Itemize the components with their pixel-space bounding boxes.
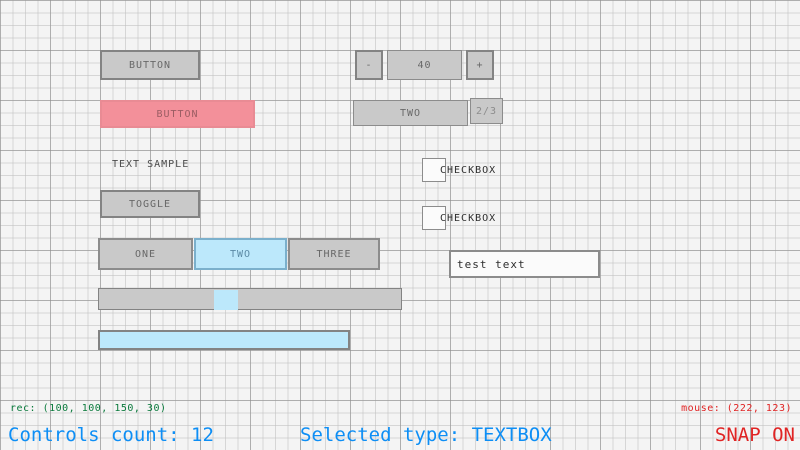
textbox-input[interactable]: test text <box>449 250 600 278</box>
button-danger[interactable]: BUTTON <box>100 100 255 128</box>
checkbox-1[interactable] <box>422 206 446 230</box>
spinner-value-field[interactable]: 40 <box>387 50 462 80</box>
dropdown-index-badge: 2/3 <box>470 98 503 124</box>
checkbox-0[interactable] <box>422 158 446 182</box>
slider-thumb[interactable] <box>214 290 238 310</box>
selected-type-text: Selected type: TEXTBOX <box>300 424 552 446</box>
checkbox-1-label: CHECKBOX <box>440 212 497 224</box>
tab-three[interactable]: THREE <box>288 238 380 270</box>
controls-count-text: Controls count: 12 <box>8 424 214 446</box>
rect-info-text: rec: (100, 100, 150, 30) <box>10 403 167 414</box>
spinner-increment-button[interactable]: + <box>466 50 494 80</box>
tab-one[interactable]: ONE <box>98 238 193 270</box>
progress-bar[interactable] <box>98 330 350 350</box>
mouse-position-text: mouse: (222, 123) <box>681 403 792 414</box>
tab-two[interactable]: TWO <box>194 238 287 270</box>
slider[interactable] <box>98 288 402 310</box>
checkbox-0-label: CHECKBOX <box>440 164 497 176</box>
button-normal[interactable]: BUTTON <box>100 50 200 80</box>
snap-state-text: SNAP ON <box>714 424 795 446</box>
label-text-sample: TEXT SAMPLE <box>112 158 190 170</box>
toggle-button[interactable]: TOGGLE <box>100 190 200 218</box>
dropdown-box[interactable]: TWO <box>353 100 468 126</box>
tab-group[interactable]: ONE TWO THREE <box>98 238 380 270</box>
spinner-decrement-button[interactable]: - <box>355 50 383 80</box>
